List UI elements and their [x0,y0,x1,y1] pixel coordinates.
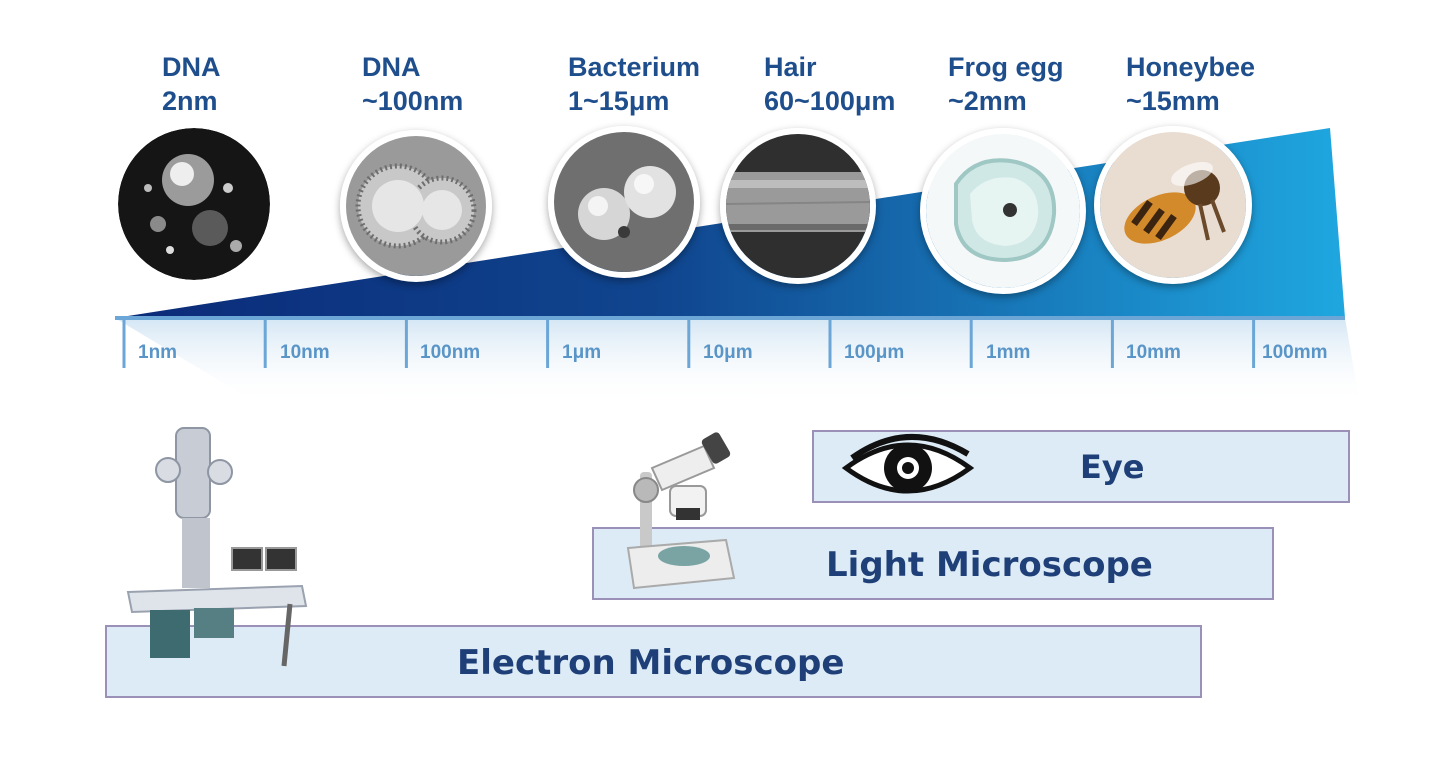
specimen-label-honeybee: Honeybee ~15mm [1126,50,1255,118]
specimen-name: Hair [764,52,817,82]
dna-micrograph-icon [118,128,270,280]
axis-glow [115,318,1360,405]
specimen-size: 2nm [162,86,218,116]
virus-micrograph-icon [340,130,492,282]
frog-egg-icon [920,128,1086,294]
specimen-name: Frog egg [948,52,1064,82]
tick-marks [122,318,1256,368]
specimen-name: Honeybee [1126,52,1256,82]
light-microscope-icon [626,432,736,590]
specimen-label-dna-2nm: DNA 2nm [162,50,221,118]
specimen-name: DNA [362,52,421,82]
tick-label: 1mm [986,342,1031,363]
eye-label: Eye [1080,448,1145,486]
hair-micrograph-icon [720,128,876,284]
tick-label: 1nm [138,342,178,363]
light-microscope-label: Light Microscope [826,545,1153,585]
tick-label: 10μm [703,342,753,363]
honeybee-icon [1094,126,1252,284]
eye-icon [841,434,975,494]
bacterium-micrograph-icon [548,126,700,278]
tick-label: 100nm [420,342,481,363]
specimen-size: ~2mm [948,86,1027,116]
specimen-size: 60~100μm [764,86,896,116]
specimen-label-frog-egg: Frog egg ~2mm [948,50,1064,118]
electron-microscope-label: Electron Microscope [457,643,845,683]
specimen-size: ~15mm [1126,86,1220,116]
specimen-name: Bacterium [568,52,701,82]
specimen-size: 1~15μm [568,86,670,116]
specimen-label-bacterium: Bacterium 1~15μm [568,50,700,118]
tick-label: 10nm [280,342,330,363]
tick-label: 100mm [1262,342,1328,363]
specimen-label-hair: Hair 60~100μm [764,50,895,118]
tick-label: 1μm [562,342,602,363]
specimen-label-dna-100nm: DNA ~100nm [362,50,463,118]
tick-label: 10mm [1126,342,1181,363]
electron-microscope-icon [126,427,308,667]
specimen-size: ~100nm [362,86,464,116]
specimen-name: DNA [162,52,221,82]
tick-label: 100μm [844,342,905,363]
